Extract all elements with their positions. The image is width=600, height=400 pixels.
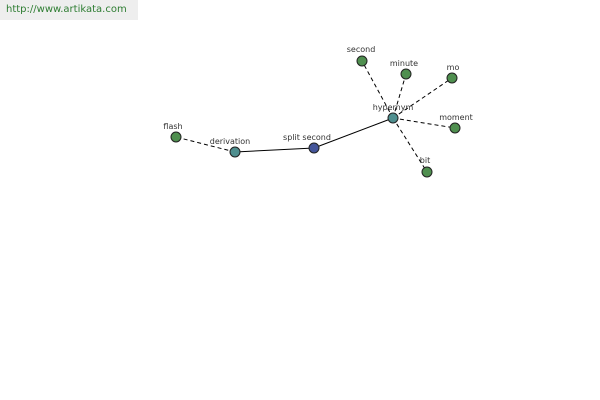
node-label-minute: minute xyxy=(390,59,418,68)
node-label-second: second xyxy=(347,45,376,54)
edge-split-second-derivation xyxy=(234,147,315,153)
source-banner: http://www.artikata.com xyxy=(0,0,138,20)
node-circle-minute[interactable] xyxy=(400,68,412,80)
node-label-derivation: derivation xyxy=(210,137,250,146)
node-second[interactable]: second xyxy=(347,45,376,67)
edge-derivation-flash xyxy=(175,136,236,153)
edge-split-second-hypernym xyxy=(313,117,394,149)
node-label-bit: bit xyxy=(420,156,430,165)
node-circle-split-second[interactable] xyxy=(308,142,320,154)
edge-hypernym-minute xyxy=(392,73,407,119)
node-minute[interactable]: minute xyxy=(390,59,418,80)
node-circle-second[interactable] xyxy=(356,55,368,67)
edge-hypernym-second xyxy=(361,60,394,119)
node-label-flash: flash xyxy=(163,122,182,131)
node-circle-moment[interactable] xyxy=(449,122,461,134)
edge-hypernym-bit xyxy=(392,117,428,173)
node-circle-hypernym[interactable] xyxy=(387,112,399,124)
node-label-moment: moment xyxy=(439,113,473,122)
node-label-split-second: split second xyxy=(283,133,331,142)
node-flash[interactable]: flash xyxy=(163,122,183,143)
node-mo[interactable]: mo xyxy=(446,63,460,84)
node-derivation[interactable]: derivation xyxy=(210,137,250,158)
nodes-layer: split second derivation hypernym flash secon… xyxy=(163,45,473,178)
node-split-second[interactable]: split second xyxy=(283,133,331,154)
node-circle-mo[interactable] xyxy=(446,72,458,84)
node-label-hypernym: hypernym xyxy=(373,103,414,112)
edge-hypernym-moment xyxy=(392,117,456,129)
node-circle-derivation[interactable] xyxy=(229,146,241,158)
node-moment[interactable]: moment xyxy=(439,113,473,134)
source-link[interactable]: http://www.artikata.com xyxy=(6,4,127,15)
node-circle-bit[interactable] xyxy=(421,166,433,178)
node-hypernym[interactable]: hypernym xyxy=(373,103,414,124)
node-bit[interactable]: bit xyxy=(420,156,433,178)
edge-hypernym-mo xyxy=(392,77,453,119)
node-circle-flash[interactable] xyxy=(170,131,182,143)
node-label-mo: mo xyxy=(447,63,460,72)
edges-layer xyxy=(175,60,456,173)
